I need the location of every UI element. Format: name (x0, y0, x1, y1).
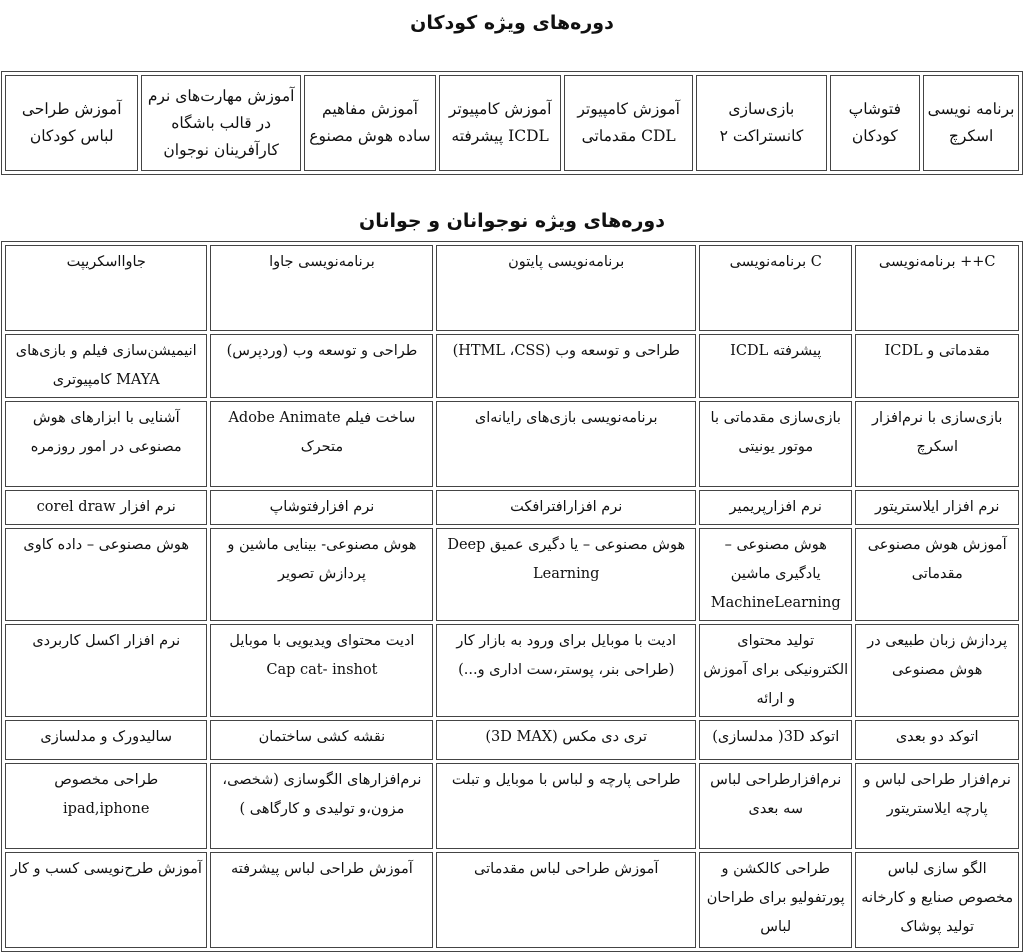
course-cell: آموزش هوش مصنوعی مقدماتی (855, 528, 1019, 621)
course-cell: نرم افزار corel draw (5, 490, 208, 525)
course-cell: طراحی و توسعه وب (HTML ،CSS) (436, 334, 697, 398)
course-cell: جاوااسکریپت (5, 245, 208, 331)
table-row: C++ برنامه‌نویسی C برنامه‌نویسی برنامه‌ن… (5, 245, 1019, 331)
table-row: بازی‌سازی با نرم‌افزار اسکرچ بازی‌سازی م… (5, 401, 1019, 487)
course-cell: نرم افزار ایلاستریتور (855, 490, 1019, 525)
course-cell: طراحی کالکشن و پورتفولیو برای طراحان لبا… (699, 852, 853, 948)
kids-course-cell: فتوشاپ کودکان (829, 75, 921, 171)
course-cell: ساخت فیلم Adobe Animate متحرک (210, 401, 434, 487)
table-row: الگو سازی لباس مخصوص صنایع و کارخانه تول… (5, 852, 1019, 948)
course-cell: نرم افزارفتوشاپ (210, 490, 434, 525)
table-row: مقدماتی و ICDL پیشرفته ICDL طراحی و توسع… (5, 334, 1019, 398)
course-cell: طراحی و توسعه وب (وردپرس) (210, 334, 434, 398)
kids-course-cell: برنامه نویسی اسکرچ (923, 75, 1019, 171)
table-row: نرم‌افزار طراحی لباس و پارچه ایلاستریتور… (5, 763, 1019, 849)
course-cell: هوش مصنوعی – داده کاوی (5, 528, 208, 621)
course-cell: انیمیشن‌سازی فیلم و بازی‌های MAYA کامپیو… (5, 334, 208, 398)
table-row: برنامه نویسی اسکرچ فتوشاپ کودکان بازی‌سا… (5, 75, 1019, 171)
course-cell: نرم افزارافترافکت (436, 490, 697, 525)
kids-course-cell: آموزش کامپیوتر CDL مقدماتی (564, 75, 694, 171)
course-cell: اتوکد دو بعدی (855, 720, 1019, 760)
course-cell: پیشرفته ICDL (699, 334, 853, 398)
course-cell: الگو سازی لباس مخصوص صنایع و کارخانه تول… (855, 852, 1019, 948)
course-cell: طراحی مخصوص ipad,iphone (5, 763, 208, 849)
course-cell: نقشه کشی ساختمان (210, 720, 434, 760)
teens-section-title: دوره‌های ویژه نوجوانان و جوانان (359, 210, 665, 232)
course-cell: آموزش طراحی لباس پیشرفته (210, 852, 434, 948)
course-cell: نرم‌افزارهای الگوسازی (شخصی، مزون،و تولی… (210, 763, 434, 849)
course-cell: برنامه‌نویسی پایتون (436, 245, 697, 331)
course-cell: آموزش طرح‌نویسی کسب و کار (5, 852, 208, 948)
course-cell: طراحی پارچه و لباس با موبایل و تبلت (436, 763, 697, 849)
course-cell: نرم‌افزارطراحی لباس سه بعدی (699, 763, 853, 849)
course-cell: برنامه‌نویسی بازی‌های رایانه‌ای (436, 401, 697, 487)
kids-section-title: دوره‌های ویژه کودکان (410, 12, 614, 34)
course-cell: برنامه‌نویسی جاوا (210, 245, 434, 331)
kids-course-cell: آموزش مفاهیم ساده هوش مصنوع (303, 75, 437, 171)
kids-course-cell: بازی‌سازی کانستراکت ۲ (696, 75, 827, 171)
course-cell: نرم افزار اکسل کاربردی (5, 624, 208, 717)
kids-courses-table: برنامه نویسی اسکرچ فتوشاپ کودکان بازی‌سا… (1, 71, 1023, 175)
table-row: نرم افزار ایلاستریتور نرم افزارپریمیر نر… (5, 490, 1019, 525)
course-cell: آشنایی با ابزارهای هوش مصنوعی در امور رو… (5, 401, 208, 487)
course-cell: تولید محتوای الکترونیکی برای آموزش و ارا… (699, 624, 853, 717)
table-row: اتوکد دو بعدی اتوکد 3D( مدلسازی) تری دی … (5, 720, 1019, 760)
course-cell: اتوکد 3D( مدلسازی) (699, 720, 853, 760)
course-cell: آموزش طراحی لباس مقدماتی (436, 852, 697, 948)
course-cell: تری دی مکس (3D MAX) (436, 720, 697, 760)
course-cell: هوش مصنوعی – یا دگیری عمیق Deep Learning (436, 528, 697, 621)
teens-courses-table: C++ برنامه‌نویسی C برنامه‌نویسی برنامه‌ن… (1, 241, 1023, 952)
kids-course-cell: آموزش مهارت‌های نرم در قالب باشگاه کارآف… (141, 75, 301, 171)
kids-course-cell: آموزش طراحی لباس کودکان (5, 75, 139, 171)
table-row: پردازش زبان طبیعی در هوش مصنوعی تولید مح… (5, 624, 1019, 717)
course-cell: نرم افزارپریمیر (699, 490, 853, 525)
course-cell: بازی‌سازی با نرم‌افزار اسکرچ (855, 401, 1019, 487)
course-cell: پردازش زبان طبیعی در هوش مصنوعی (855, 624, 1019, 717)
table-row: آموزش هوش مصنوعی مقدماتی هوش مصنوعی – یا… (5, 528, 1019, 621)
course-cell: ادیت محتوای ویدیویی با موبایل Cap cat- i… (210, 624, 434, 717)
course-cell: سالیدورک و مدلسازی (5, 720, 208, 760)
course-cell: هوش مصنوعی- بینایی ماشین و پردازش تصویر (210, 528, 434, 621)
kids-course-cell: آموزش کامپیوتر ICDL پیشرفته (439, 75, 562, 171)
course-cell: هوش مصنوعی – یادگیری ماشین MachineLearni… (699, 528, 853, 621)
course-cell: C++ برنامه‌نویسی (855, 245, 1019, 331)
course-cell: C برنامه‌نویسی (699, 245, 853, 331)
course-cell: مقدماتی و ICDL (855, 334, 1019, 398)
course-cell: بازی‌سازی مقدماتی با موتور یونیتی (699, 401, 853, 487)
course-cell: نرم‌افزار طراحی لباس و پارچه ایلاستریتور (855, 763, 1019, 849)
course-cell: ادیت با موبایل برای ورود به بازار کار (ط… (436, 624, 697, 717)
